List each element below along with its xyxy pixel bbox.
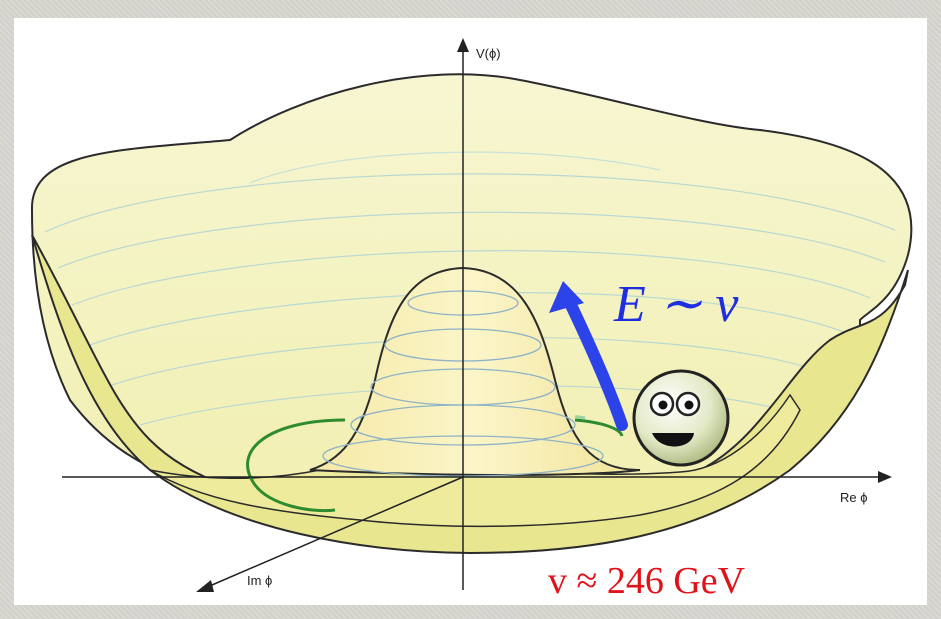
energy-annotation: E ∼ v [613,276,739,333]
real-axis-label: Re ϕ [840,490,868,505]
vertical-axis-label: V(ϕ) [476,46,501,61]
vev-circle-right [574,418,624,437]
smiley-ball-icon [632,369,730,467]
excitation-arrowhead [549,281,584,313]
axes [62,38,892,592]
real-axis-arrowhead [878,471,892,483]
vev-annotation: v ≈ 246 GeV [548,560,746,602]
vertical-axis-arrowhead [457,38,469,52]
imag-axis [204,476,464,589]
imag-axis-label: Im ϕ [247,573,272,588]
central-hump [309,266,641,476]
vev-circle-solid [246,418,346,513]
imag-axis-arrowhead [196,580,214,592]
excitation-arrow [565,299,628,431]
